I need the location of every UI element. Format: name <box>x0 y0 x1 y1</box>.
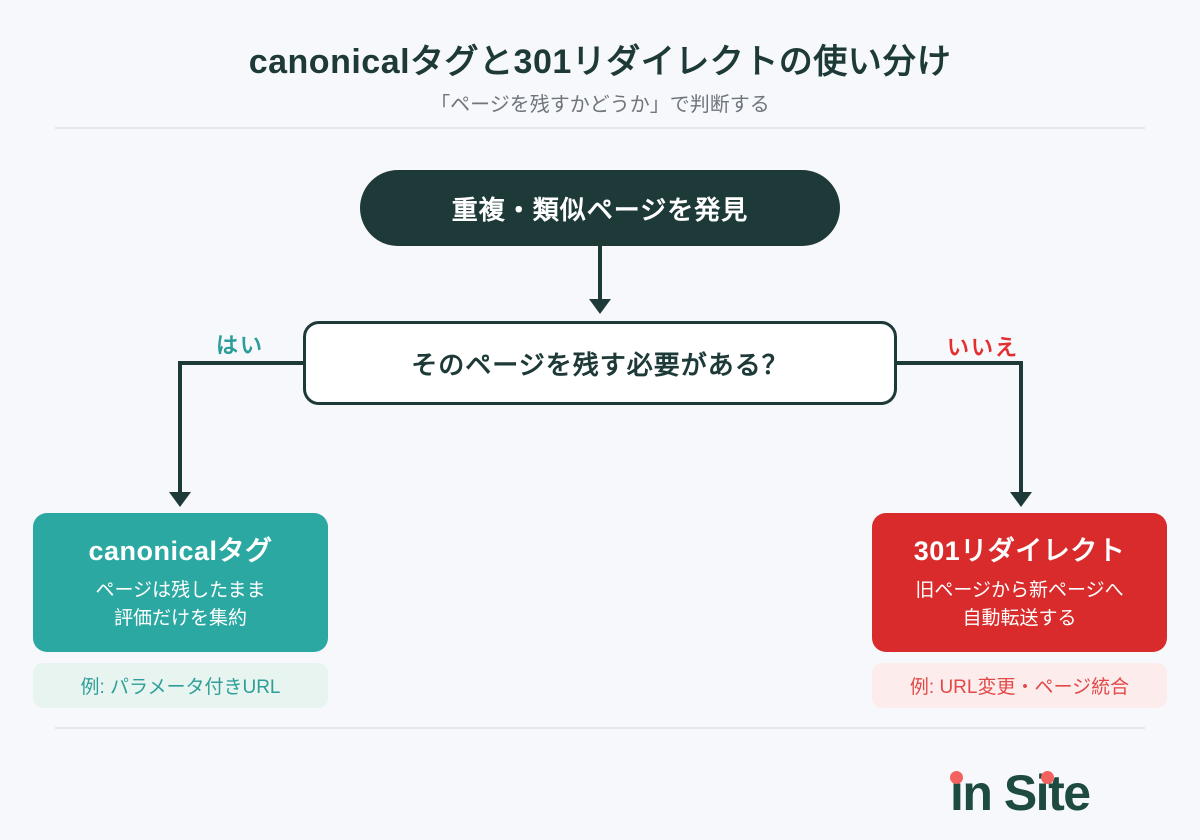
canonical-result-box: canonicalタグ ページは残したまま 評価だけを集約 <box>33 513 328 652</box>
no-branch-label: いいえ <box>946 335 1019 360</box>
redirect-example-chip: 例: URL変更・ページ統合 <box>872 663 1167 708</box>
down-arrow-icon <box>1010 492 1032 507</box>
redirect-title: 301リダイレクト <box>913 536 1126 566</box>
down-arrow-icon <box>589 299 611 314</box>
decision-node: そのページを残す必要がある？ <box>303 321 897 405</box>
page-subtitle: 「ページを残すかどうか」で判断する <box>430 94 770 116</box>
down-arrow-icon <box>169 492 191 507</box>
start-node: 重複・類似ページを発見 <box>360 170 840 246</box>
redirect-description: 旧ページから新ページへ 自動転送する <box>915 580 1124 629</box>
brand-logo: in Site <box>950 765 1091 828</box>
logo-dot-icon <box>950 771 963 784</box>
page-title: canonicalタグと301リダイレクトの使い分け <box>248 43 952 81</box>
top-divider <box>55 127 1145 129</box>
bottom-divider <box>55 727 1145 729</box>
connector-no-vertical <box>1019 361 1023 492</box>
canonical-title: canonicalタグ <box>88 536 273 566</box>
logo-dot-icon <box>1041 771 1054 784</box>
connector-yes-vertical <box>178 361 182 492</box>
brand-logo-text: in Site <box>950 765 1091 821</box>
connector-no-horizontal <box>897 361 1023 365</box>
connector-yes-horizontal <box>178 361 303 365</box>
yes-branch-label: はい <box>215 333 264 358</box>
redirect-result-box: 301リダイレクト 旧ページから新ページへ 自動転送する <box>872 513 1167 652</box>
connector-start-decision <box>598 246 602 299</box>
canonical-description: ページは残したまま 評価だけを集約 <box>95 580 266 629</box>
canonical-example-chip: 例: パラメータ付きURL <box>33 663 328 708</box>
